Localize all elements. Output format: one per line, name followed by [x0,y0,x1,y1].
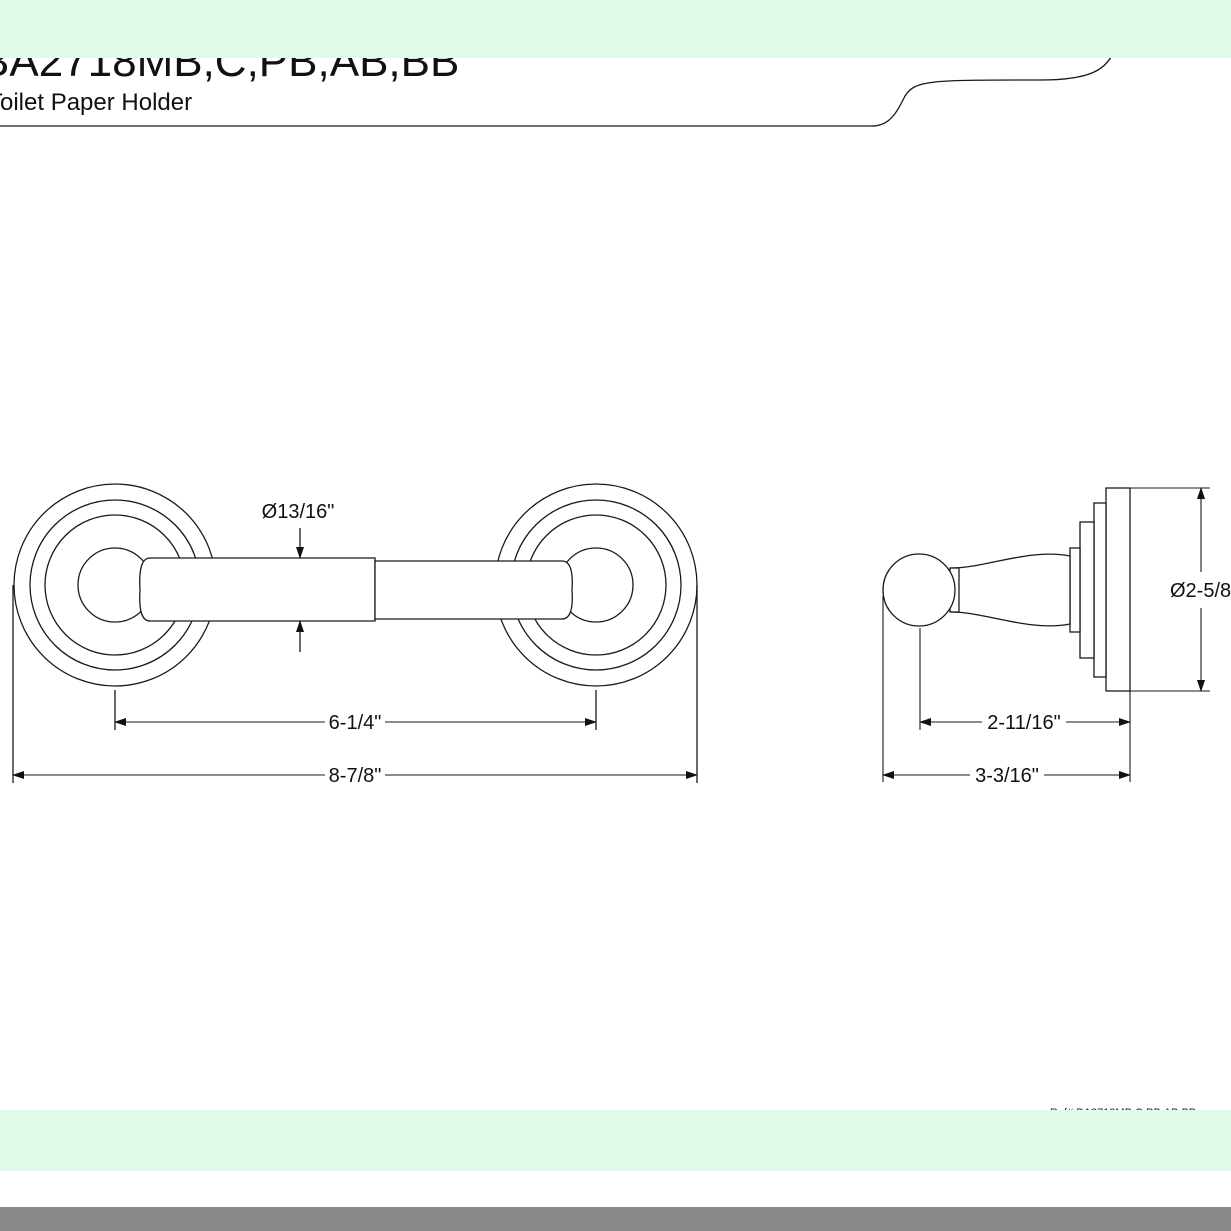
top-overlay-band [0,0,1231,58]
front-dimensions [12,718,698,779]
side-view [882,487,1131,692]
bottom-overlay-band [0,1110,1231,1171]
title-block [0,47,1116,127]
paper-rod [139,557,573,622]
footer-bar [0,1207,1231,1231]
front-view [12,483,698,783]
overall-width-label: 8-7/8" [329,765,382,787]
base-diameter-label: Ø2-5/8" [1170,580,1231,602]
side-depth-label: 2-11/16" [987,712,1060,734]
drawing-subtitle: Toilet Paper Holder [0,89,192,116]
rod-diameter-label: Ø13/16" [262,501,335,523]
side-extensions [882,487,1210,782]
post-spacing-label: 6-1/4" [329,712,382,734]
overall-depth-label: 3-3/16" [975,765,1039,787]
